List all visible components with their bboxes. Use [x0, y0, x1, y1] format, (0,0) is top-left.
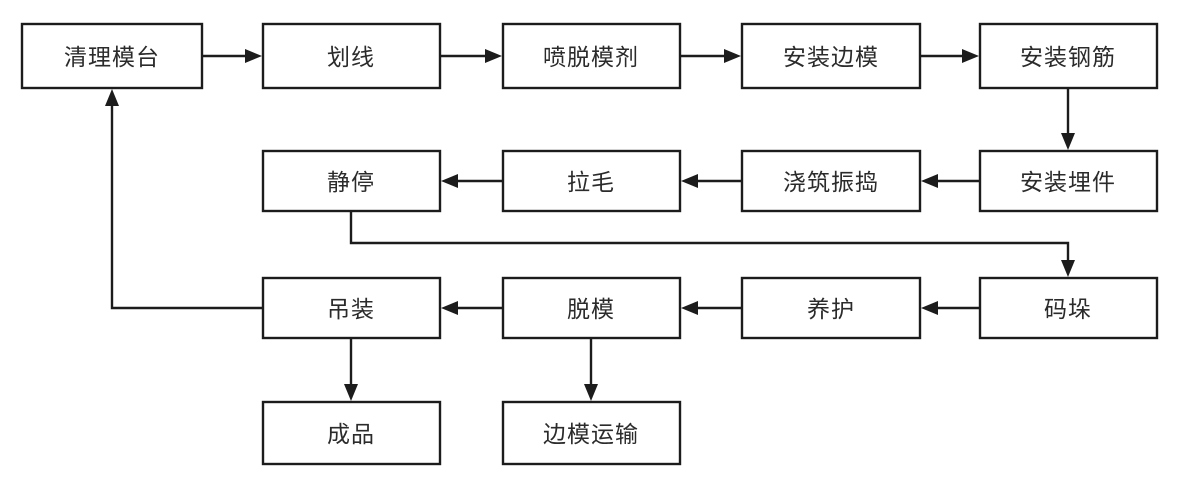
edge-jingting-to-maduo — [349, 211, 1075, 277]
node-label-lamao: 拉毛 — [567, 169, 615, 195]
node-jiaozhuzhendao[interactable]: 浇筑振捣 — [740, 149, 922, 213]
node-label-jiaozhuzhendao: 浇筑振捣 — [783, 169, 879, 195]
edge-diaozhuang-to-chengpin — [344, 338, 358, 401]
node-label-qinglimotai: 清理模台 — [64, 44, 160, 70]
edge-diaozhuang-to-qinglimotai-feedback — [105, 89, 263, 310]
edge-tuomo-to-diaozhuang — [441, 301, 503, 315]
node-label-pentuomoji: 喷脱模剂 — [543, 44, 639, 70]
connector-layer — [105, 49, 1075, 401]
edge-anzhuangmaijian-to-jiaozhuzhendao — [921, 174, 980, 188]
node-label-anzhuanggangjin: 安装钢筋 — [1020, 44, 1116, 70]
node-lamao[interactable]: 拉毛 — [501, 149, 682, 213]
edge-lamao-to-jingting — [441, 174, 503, 188]
edge-tuomo-to-bianmoyunshu — [584, 338, 598, 401]
node-pentuomoji[interactable]: 喷脱模剂 — [501, 22, 682, 90]
node-anzhuanggangjin[interactable]: 安装钢筋 — [978, 22, 1159, 90]
node-label-maduo: 码垛 — [1044, 296, 1092, 322]
node-yanghu[interactable]: 养护 — [740, 276, 922, 340]
node-label-tuomo: 脱模 — [567, 296, 615, 322]
edge-pentuomoji-to-anzhuangbianmo — [680, 49, 741, 63]
node-bianmoyunshu[interactable]: 边模运输 — [501, 400, 682, 466]
node-label-anzhuangbianmo: 安装边模 — [783, 44, 879, 70]
edge-anzhuangbianmo-to-anzhuanggangjin — [920, 49, 979, 63]
node-jingting[interactable]: 静停 — [261, 149, 442, 213]
node-tuomo[interactable]: 脱模 — [501, 276, 682, 340]
node-label-jingting: 静停 — [327, 169, 375, 195]
node-diaozhuang[interactable]: 吊装 — [261, 276, 442, 340]
node-anzhuangmaijian[interactable]: 安装埋件 — [978, 149, 1159, 213]
node-chengpin[interactable]: 成品 — [261, 400, 442, 466]
node-maduo[interactable]: 码垛 — [978, 276, 1159, 340]
edge-anzhuanggangjin-to-anzhuangmaijian — [1061, 88, 1075, 150]
edge-yanghu-to-tuomo — [681, 301, 742, 315]
node-qinglimotai[interactable]: 清理模台 — [20, 22, 204, 90]
edge-maduo-to-yanghu — [921, 301, 980, 315]
node-label-chengpin: 成品 — [327, 421, 375, 447]
node-label-huaxian: 划线 — [327, 44, 375, 70]
node-layer: 清理模台 划线 喷脱模剂 安装边模 安装钢筋 安装埋件 — [20, 22, 1159, 466]
edge-jiaozhuzhendao-to-lamao — [681, 174, 742, 188]
node-huaxian[interactable]: 划线 — [261, 22, 442, 90]
node-label-anzhuangmaijian: 安装埋件 — [1020, 169, 1116, 195]
node-label-diaozhuang: 吊装 — [327, 296, 375, 322]
edge-qinglimotai-to-huaxian — [202, 49, 262, 63]
edge-huaxian-to-pentuomoji — [440, 49, 502, 63]
node-anzhuangbianmo[interactable]: 安装边模 — [740, 22, 922, 90]
node-label-bianmoyunshu: 边模运输 — [543, 421, 639, 447]
node-label-yanghu: 养护 — [807, 296, 855, 322]
